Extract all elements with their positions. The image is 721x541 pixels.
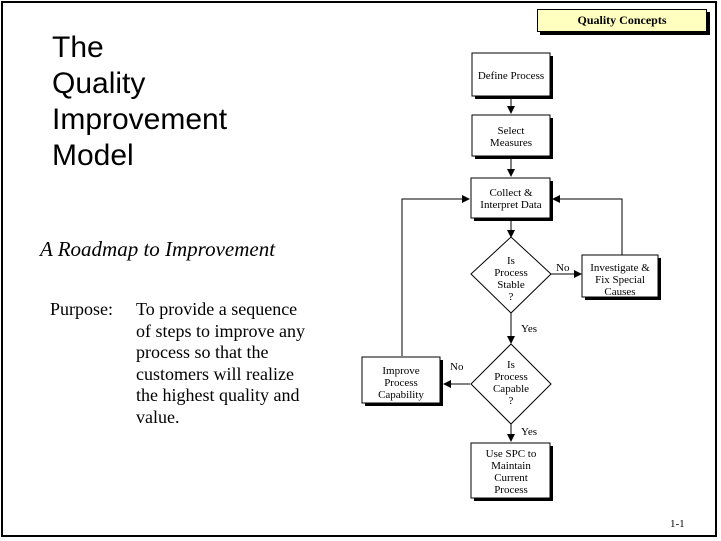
collect-data-box: Collect & Interpret Data bbox=[470, 177, 553, 221]
stable-yes-label: Yes bbox=[521, 323, 537, 335]
improve-label: Improve bbox=[382, 365, 419, 377]
stable-decision-diamond: Is Process Stable ? bbox=[470, 236, 552, 314]
investigate-label: Causes bbox=[604, 286, 635, 298]
purpose-line: process so that the bbox=[136, 342, 269, 362]
capable-decision-diamond: Is Process Capable ? bbox=[470, 343, 552, 425]
investigate-box: Investigate & Fix Special Causes bbox=[581, 254, 661, 300]
use-spc-label: Use SPC to bbox=[486, 448, 537, 460]
investigate-label: Investigate & bbox=[590, 262, 650, 274]
use-spc-label: Process bbox=[494, 484, 528, 496]
title-line: Quality bbox=[52, 67, 146, 100]
select-measures-box: Select Measures bbox=[471, 114, 553, 159]
collect-data-label: Collect & bbox=[489, 187, 533, 199]
title-line: The bbox=[52, 31, 104, 64]
improve-box: Improve Process Capability bbox=[361, 356, 443, 406]
connector-investigate-loop bbox=[552, 195, 623, 255]
slide-subtitle: A Roadmap to Improvement bbox=[40, 237, 276, 261]
stable-no-label: No bbox=[556, 262, 570, 274]
use-spc-label: Maintain bbox=[491, 460, 531, 472]
capable-yes-label: Yes bbox=[521, 426, 537, 438]
purpose-line: customers will realize bbox=[136, 363, 294, 384]
page-number: 1-1 bbox=[670, 518, 685, 530]
section-tab-label: Quality Concepts bbox=[577, 13, 667, 27]
title-line: Improvement bbox=[52, 103, 228, 136]
stable-decision-label: Process bbox=[494, 267, 528, 279]
capable-decision-label: Capable bbox=[493, 383, 529, 395]
capable-decision-label: ? bbox=[509, 395, 514, 407]
investigate-label: Fix Special bbox=[595, 274, 645, 286]
purpose-line: the highest quality and bbox=[136, 385, 300, 405]
use-spc-label: Current bbox=[494, 472, 528, 484]
stable-decision-label: ? bbox=[509, 291, 514, 303]
stable-decision-label: Stable bbox=[497, 279, 525, 291]
purpose-line: value. bbox=[136, 406, 180, 427]
purpose-line: To provide a sequence bbox=[136, 299, 298, 319]
connector-improve-loop bbox=[401, 195, 470, 356]
title-line: Model bbox=[52, 139, 134, 172]
purpose-line: of steps to improve any bbox=[136, 320, 305, 341]
slide-title: The Quality Improvement Model bbox=[52, 30, 312, 174]
define-process-box: Define Process bbox=[471, 52, 553, 99]
define-process-label: Define Process bbox=[478, 70, 544, 82]
select-measures-label: Measures bbox=[490, 137, 532, 149]
use-spc-box: Use SPC to Maintain Current Process bbox=[470, 442, 553, 501]
purpose-label: Purpose: bbox=[50, 299, 113, 319]
section-tab: Quality Concepts bbox=[537, 9, 707, 32]
improve-label: Capability bbox=[378, 389, 424, 401]
improve-label: Process bbox=[384, 377, 418, 389]
capable-decision-label: Process bbox=[494, 371, 528, 383]
capable-no-label: No bbox=[450, 361, 464, 373]
stable-decision-label: Is bbox=[507, 255, 515, 267]
collect-data-label: Interpret Data bbox=[480, 199, 541, 211]
purpose-text: To provide a sequence of steps to improv… bbox=[136, 299, 336, 428]
select-measures-label: Select bbox=[498, 125, 525, 137]
capable-decision-label: Is bbox=[507, 359, 515, 371]
